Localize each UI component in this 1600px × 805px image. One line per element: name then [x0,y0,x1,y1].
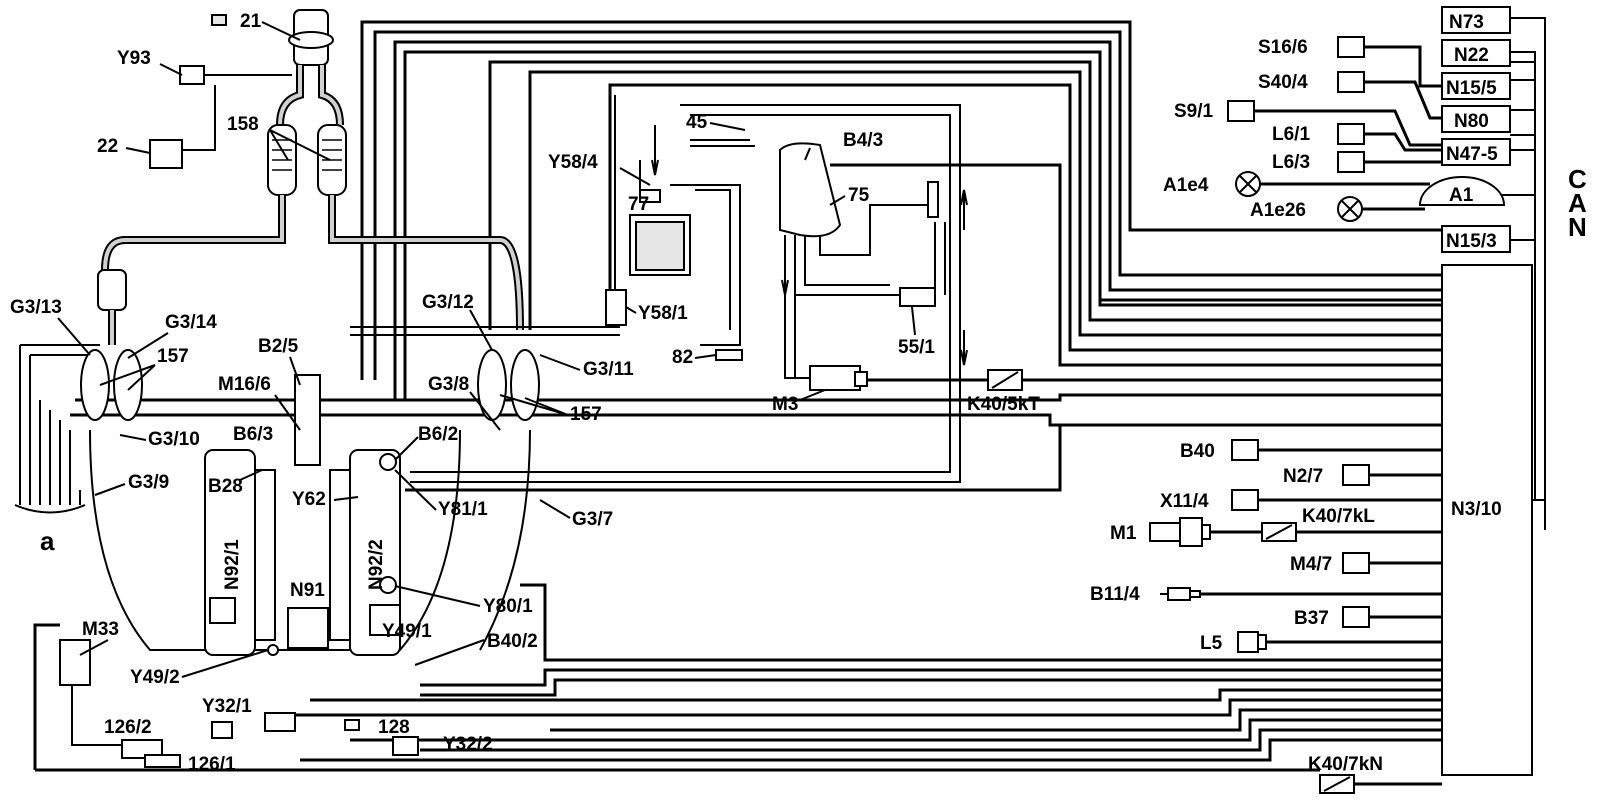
top-right-components [1227,36,1442,222]
label-y58-1: Y58/1 [638,303,688,324]
label-k40-7kn: K40/7kN [1308,754,1383,775]
module-a1 [1418,176,1506,206]
label-55-1: 55/1 [898,337,935,358]
label-n3-10: N3/10 [1451,499,1502,520]
label-75: 75 [848,185,870,206]
module-n73 [1441,6,1511,34]
label-m1: M1 [1110,523,1137,544]
module-n80 [1441,105,1511,133]
label-82: 82 [672,347,693,368]
label-g3-10: G3/10 [148,429,200,450]
label-y49-2: Y49/2 [130,667,180,688]
label-g3-9: G3/9 [128,472,169,493]
label-a1e4: A1e4 [1163,175,1209,196]
exhaust-system [80,9,540,421]
label-n22: N22 [1454,45,1489,66]
label-n15-3: N15/3 [1446,231,1497,252]
label-b11-4: B11/4 [1090,584,1140,605]
label-n91: N91 [290,580,325,601]
module-n15-3 [1441,225,1511,253]
wiring-harness [14,20,1442,786]
label-y80-1: Y80/1 [483,596,533,617]
label-126-2: 126/2 [104,717,152,738]
label-a1e26: A1e26 [1250,200,1306,221]
label-s40-4: S40/4 [1258,72,1308,93]
label-n80: N80 [1454,111,1489,132]
label-y62: Y62 [292,489,326,510]
label-a1: A1 [1449,185,1474,206]
label-n15-5: N15/5 [1446,78,1497,99]
label-b2-5: B2/5 [258,336,299,357]
label-m16-6: M16/6 [218,374,271,395]
label-x11-4: X11/4 [1160,491,1209,512]
label-m33: M33 [82,619,119,640]
label-g3-12: G3/12 [422,292,474,313]
label-l5: L5 [1200,633,1223,654]
label-y32-2: Y32/2 [443,734,493,755]
label-b4-3: B4/3 [843,130,883,151]
label-y81-1: Y81/1 [438,499,488,520]
module-n22 [1441,39,1511,67]
label-158: 158 [227,114,259,135]
label-can-c: C [1568,164,1587,194]
label-157-right: 157 [570,404,602,425]
label-157-left: 157 [157,346,189,367]
label-y32-1: Y32/1 [202,696,252,717]
label-b37: B37 [1294,608,1329,629]
label-21: 21 [240,11,262,32]
label-b6-3: B6/3 [233,424,273,445]
label-can-a: A [1568,188,1587,218]
label-g3-14: G3/14 [165,312,217,333]
label-m4-7: M4/7 [1290,554,1332,575]
label-n92-1: N92/1 [222,539,243,590]
can-bus [1480,17,1546,530]
label-77: 77 [628,194,649,215]
module-n47-5 [1441,138,1511,166]
label-22: 22 [97,136,118,157]
label-b40: B40 [1180,441,1215,462]
fuel-evap-system [350,95,968,483]
label-g3-13: G3/13 [10,297,62,318]
label-n73: N73 [1449,12,1484,33]
label-m3: M3 [772,394,798,415]
label-b6-2: B6/2 [418,424,458,445]
label-y93: Y93 [117,48,151,69]
engine-block [59,374,531,768]
label-s9-1: S9/1 [1174,101,1214,122]
label-n47-5: N47-5 [1446,144,1498,165]
label-a: a [40,526,55,556]
label-l6-3: L6/3 [1272,152,1310,173]
label-128: 128 [378,717,410,738]
label-b40-2: B40/2 [487,631,538,652]
label-n2-7: N2/7 [1283,466,1323,487]
leader-lines [57,21,916,678]
label-k40-5kt: K40/5kT [967,394,1040,415]
right-side-inputs [1149,439,1442,794]
label-s16-6: S16/6 [1258,37,1308,58]
label-b28: B28 [208,476,243,497]
label-g3-7: G3/7 [572,509,613,530]
label-l6-1: L6/1 [1272,124,1310,145]
label-n92-2: N92/2 [366,539,387,590]
module-n3-10 [1441,264,1533,776]
label-g3-8: G3/8 [428,374,469,395]
label-y58-4: Y58/4 [548,152,598,173]
label-g3-11: G3/11 [583,359,634,380]
label-k40-7kl: K40/7kL [1302,506,1375,527]
label-y49-1: Y49/1 [382,621,432,642]
label-can-n: N [1568,212,1587,242]
label-126-1: 126/1 [188,754,236,775]
label-45: 45 [686,112,708,133]
